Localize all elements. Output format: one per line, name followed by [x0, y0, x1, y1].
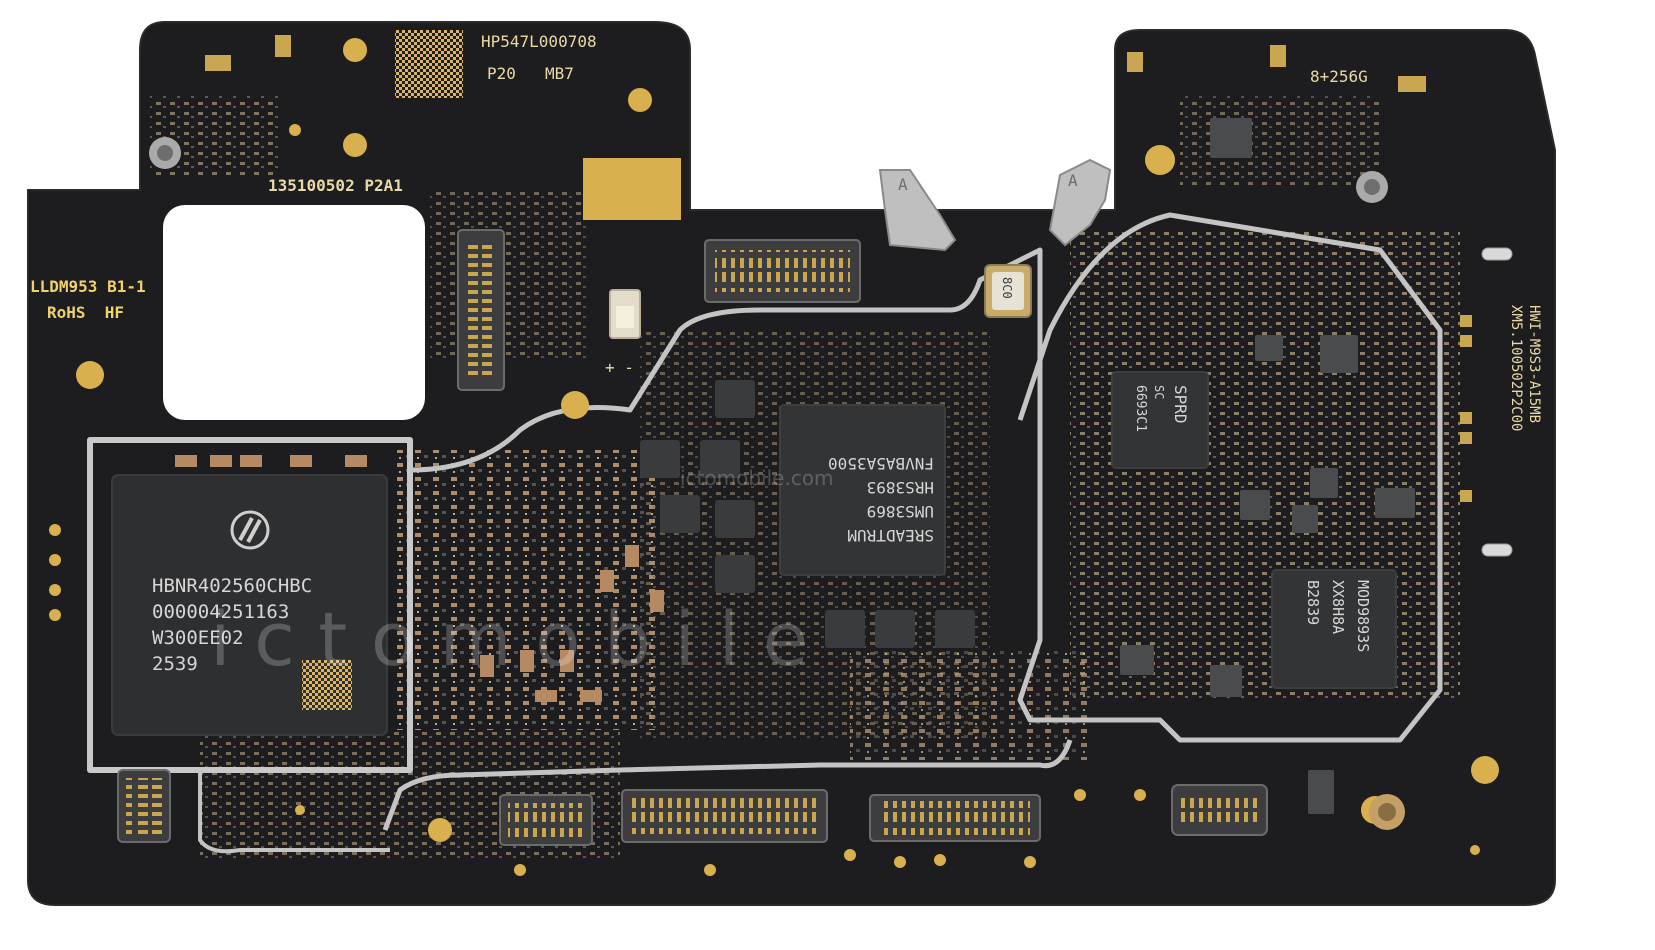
antenna-spring-a — [878, 169, 957, 252]
antenna-label-a: A — [898, 175, 908, 194]
board-cutout — [163, 205, 425, 420]
board-slot-2 — [1481, 543, 1513, 557]
board-part-number: 135100502 P2A1 — [268, 176, 403, 195]
gold-pads-right — [205, 35, 1472, 502]
pmic-line3: 6693C1 — [1133, 385, 1148, 432]
smd-cluster-right — [1120, 118, 1415, 814]
rf-line3: B2839 — [1304, 580, 1322, 625]
soc-line3: HRS3893 — [867, 478, 934, 497]
watermark-center: ictomobile.com — [680, 466, 834, 490]
shield-frame-center — [409, 212, 1443, 743]
pmic-line2: SC — [1152, 385, 1166, 399]
rf-chip — [1271, 569, 1397, 689]
board-marking-top: HP547L000708 — [481, 32, 597, 51]
pmic-line1: SPRD — [1171, 385, 1190, 424]
pmic-chip — [1111, 371, 1209, 469]
board-model-line2: RoHS HF — [47, 303, 124, 322]
rf-connector-right — [1356, 171, 1388, 203]
rf-connector-bottom — [1369, 794, 1405, 830]
polarity-mark: + - — [605, 358, 634, 377]
memory-chip-datamatrix — [302, 660, 352, 710]
memory-config: 8+256G — [1310, 67, 1368, 86]
memory-chip-line3: W300EE02 — [152, 627, 244, 649]
board-datamatrix — [395, 30, 463, 98]
board-version-a: P20 — [487, 64, 516, 83]
soc-line2: UMS3869 — [867, 502, 934, 521]
rf-line2: XX8H8A — [1329, 580, 1347, 634]
edge-marking-line2: XM5.100502P2C00 — [1508, 305, 1524, 431]
board-model-line1: LLDM953 B1-1 — [30, 277, 146, 296]
crystal-marking: 8C0 — [1000, 277, 1014, 299]
memory-chip-line4: 2539 — [152, 653, 198, 675]
rf-line1: MOD9893S — [1354, 580, 1372, 652]
shield-frame-left — [87, 437, 413, 773]
antenna-label-b: A — [1068, 171, 1078, 190]
board-slot-1 — [1481, 247, 1513, 261]
antenna-spring-b — [1048, 158, 1112, 247]
inductor-array — [640, 380, 975, 648]
memory-chip-line2: 000004251163 — [152, 601, 289, 623]
gold-pad — [583, 158, 681, 220]
soc-line1: SREADTRUM — [847, 526, 934, 545]
edge-marking-line1: HWI-M9S3-A15MB — [1526, 305, 1542, 423]
capacitor-row — [175, 455, 664, 702]
memory-chip-line1: HBNR402560CHBC — [152, 575, 312, 597]
soc-line4: FNVBA5A3500 — [828, 454, 934, 473]
shield-frame-bottom — [382, 739, 1073, 831]
watermark-spaced: i c t o m o b i l e — [210, 597, 808, 683]
rf-connector-left — [149, 137, 181, 169]
soc-chip — [779, 404, 946, 576]
memory-brand-logo — [230, 510, 270, 550]
board-version-b: MB7 — [545, 64, 574, 83]
shield-frame-bottom-left — [198, 770, 390, 854]
